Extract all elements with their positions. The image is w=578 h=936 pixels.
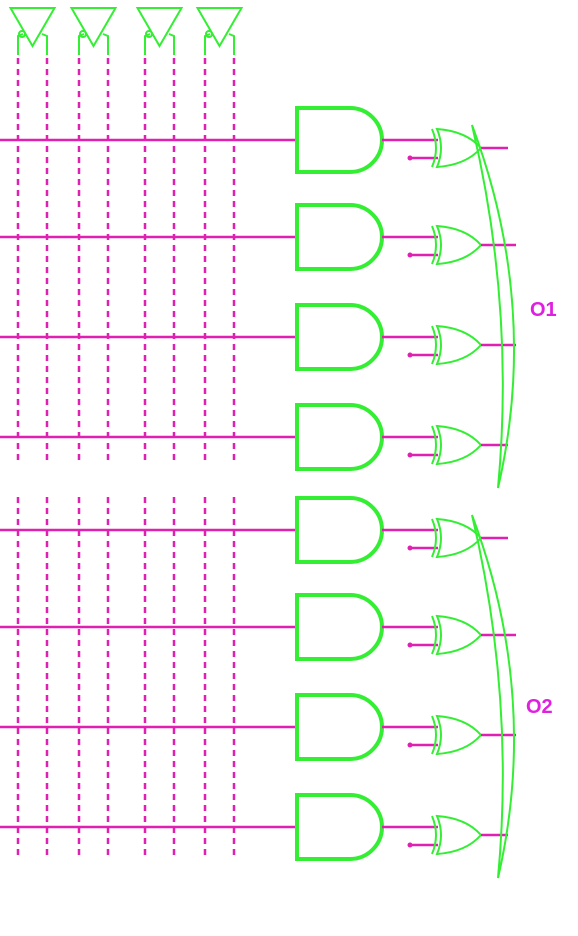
input-buffer-1 [8, 7, 57, 55]
product-row-7 [0, 693, 516, 761]
xor-back-arc-5 [431, 518, 437, 558]
buffer-bubble-3 [145, 30, 153, 38]
or-gate-1 [471, 124, 515, 489]
output-label-o2: O2 [526, 696, 553, 718]
product-row-6 [0, 593, 516, 661]
input-buffer-4 [195, 7, 244, 55]
input-buffer-3 [135, 7, 184, 55]
buffer-triangle-1 [8, 7, 57, 48]
xor-back-arc-3 [431, 325, 437, 365]
buffer-true-lead-1 [17, 33, 24, 55]
xor-gate-5 [435, 517, 483, 559]
and-gate-3 [295, 303, 384, 371]
buffer-inverted-lead-2 [102, 33, 109, 55]
buffer-true-lead-4 [204, 33, 211, 55]
xor-back-arc-1 [431, 128, 437, 168]
xor-gate-2 [435, 224, 483, 266]
buffer-bubble-4 [205, 30, 213, 38]
product-rows [0, 106, 516, 861]
product-row-3 [0, 303, 516, 371]
buffer-bubble-2 [79, 30, 87, 38]
and-gate-8 [295, 793, 384, 861]
product-row-2 [0, 203, 516, 271]
and-gate-4 [295, 403, 384, 471]
buffer-triangle-4 [195, 7, 244, 48]
buffer-true-lead-3 [144, 33, 151, 55]
or-gate-2 [471, 514, 515, 879]
and-gate-2 [295, 203, 384, 271]
polarity-dot-8 [407, 842, 413, 848]
polarity-dot-2 [407, 252, 413, 258]
input-vertical-lines [16, 58, 236, 855]
buffer-inverted-lead-4 [228, 33, 235, 55]
xor-gate-4 [435, 424, 483, 466]
xor-gate-7 [435, 714, 483, 756]
product-row-5 [0, 496, 508, 564]
buffer-triangle-2 [69, 7, 118, 48]
xor-back-arc-7 [431, 715, 437, 755]
xor-back-arc-4 [431, 425, 437, 465]
polarity-dot-6 [407, 642, 413, 648]
and-gate-5 [295, 496, 384, 564]
and-gate-6 [295, 593, 384, 661]
polarity-dot-4 [407, 452, 413, 458]
product-row-4 [0, 403, 508, 471]
buffer-true-lead-2 [78, 33, 85, 55]
output-label-o1: O1 [530, 299, 557, 321]
and-gate-1 [295, 106, 384, 174]
xor-gate-3 [435, 324, 483, 366]
xor-gate-8 [435, 814, 483, 856]
product-row-8 [0, 793, 508, 861]
polarity-dot-1 [407, 155, 413, 161]
buffer-inverted-lead-1 [41, 33, 48, 55]
or-gates [471, 124, 515, 879]
xor-back-arc-8 [431, 815, 437, 855]
polarity-dot-5 [407, 545, 413, 551]
input-buffers [8, 7, 244, 55]
buffer-bubble-1 [18, 30, 26, 38]
xor-gate-6 [435, 614, 483, 656]
polarity-dot-3 [407, 352, 413, 358]
xor-gate-1 [435, 127, 483, 169]
and-gate-7 [295, 693, 384, 761]
buffer-triangle-3 [135, 7, 184, 48]
input-buffer-2 [69, 7, 118, 55]
xor-back-arc-6 [431, 615, 437, 655]
xor-back-arc-2 [431, 225, 437, 265]
buffer-inverted-lead-3 [168, 33, 175, 55]
product-row-1 [0, 106, 508, 174]
polarity-dot-7 [407, 742, 413, 748]
